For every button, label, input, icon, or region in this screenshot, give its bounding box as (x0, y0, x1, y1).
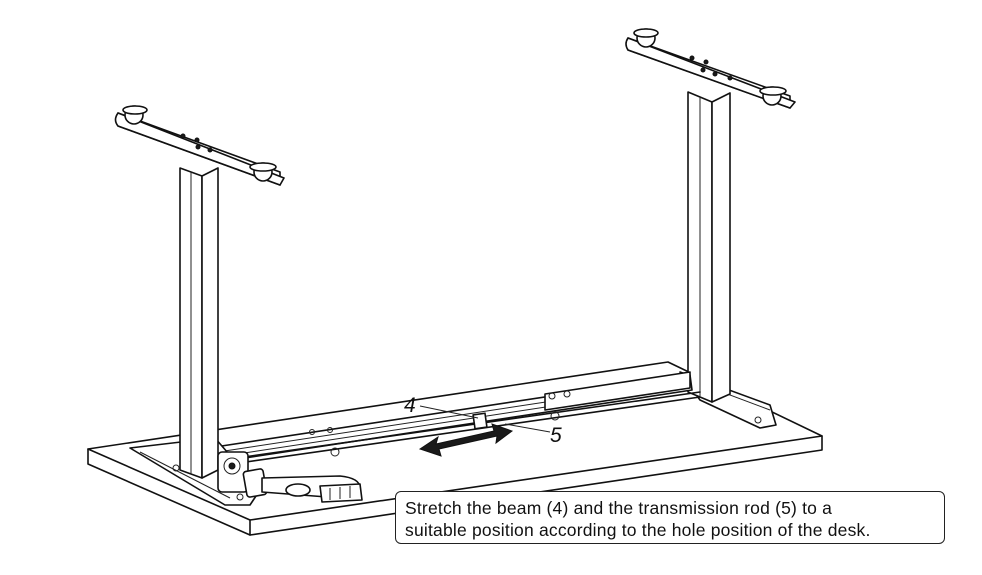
instruction-caption: Stretch the beam (4) and the transmissio… (395, 491, 945, 544)
beam-leader-line (419, 405, 479, 419)
double-arrow-icon (418, 423, 514, 457)
rod-leader-line (504, 423, 551, 433)
beam-number-label: 4 (404, 394, 416, 417)
caption-line-1: Stretch the beam (4) and the transmissio… (405, 498, 833, 518)
hand-crank (217, 451, 363, 503)
rod-number-label: 5 (550, 424, 562, 447)
caption-line-2: suitable position according to the hole … (405, 520, 871, 540)
right-leg (625, 28, 796, 429)
